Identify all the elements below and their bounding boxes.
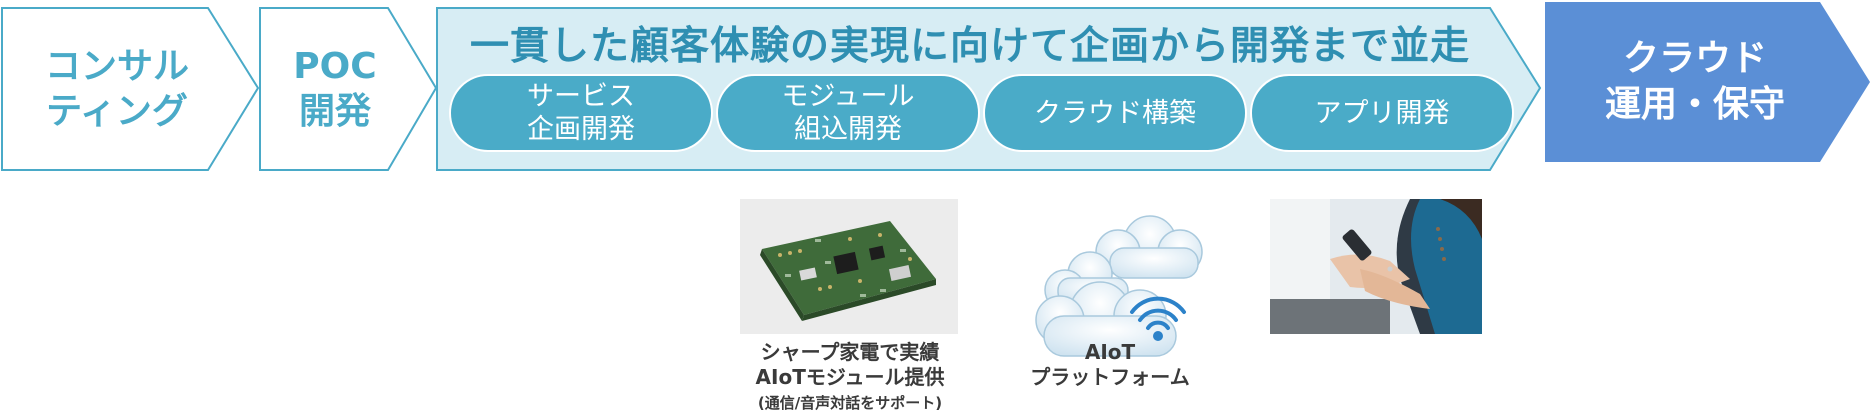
pill-label-app-development: アプリ開発	[1314, 97, 1450, 129]
pill-app-development	[1250, 74, 1514, 152]
module-caption-line2: AIoTモジュール提供	[755, 365, 945, 389]
circuit-board-photo	[740, 199, 958, 334]
pill-cloud-build	[983, 74, 1247, 152]
final-chevron	[1545, 2, 1870, 162]
main-title: 一貫した顧客体験の実現に向けて企画から開発まで並走	[469, 24, 1470, 69]
poc-chevron	[259, 7, 438, 171]
consulting-chevron	[1, 7, 260, 171]
module-caption-note: (通信/音声対話をサポート)	[757, 393, 943, 412]
final-label: クラウド 運用・保守	[1604, 38, 1785, 125]
pill-module-embedded	[716, 74, 980, 152]
smartphone-photo	[1270, 199, 1482, 334]
platform-caption: AIoT プラットフォーム	[1030, 340, 1190, 389]
consulting-label: コンサル ティング	[44, 46, 189, 132]
poc-label: POC 開発	[293, 46, 377, 132]
pill-label-service-planning: サービス 企画開発	[527, 81, 635, 145]
pill-label-module-embedded: モジュール 組込開発	[781, 81, 915, 145]
cloud-wifi-icon	[1035, 215, 1203, 357]
module-caption-line1: シャープ家電で実績	[760, 340, 940, 364]
pill-service-planning	[449, 74, 713, 152]
pill-label-cloud-build: クラウド構築	[1034, 97, 1196, 129]
